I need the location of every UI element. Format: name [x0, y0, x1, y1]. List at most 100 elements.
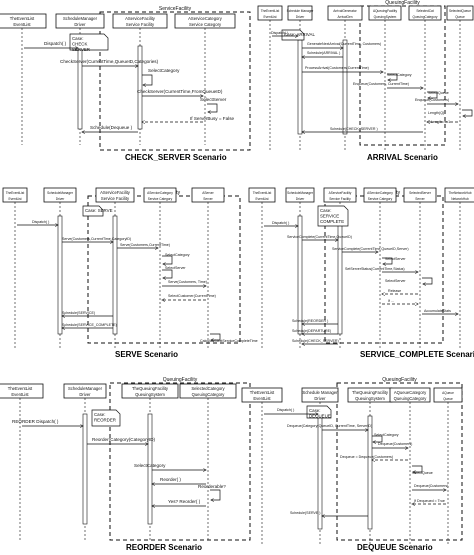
- message-label: Length(Q): [428, 111, 444, 115]
- message-label: Serve(Customers,CurrentTime,CategoryID): [62, 237, 131, 241]
- message-label: SelectServer: [200, 97, 227, 102]
- participant-name: AServiceFacility: [329, 191, 352, 195]
- subsystem-frame: [99, 11, 251, 151]
- case-note-text: REORDER: [94, 418, 116, 423]
- participant-class: Driver: [56, 197, 65, 201]
- diagram-panel-service-complete: ServiceFacilityTheEventListEventListSche…: [248, 187, 474, 359]
- case-note: [281, 29, 305, 41]
- message-label: GenerateNextArrival(CurrentTime, Custome…: [307, 42, 381, 46]
- participant-name: ScheduleManager: [47, 191, 74, 195]
- participant-name: AServiceCategory: [367, 191, 393, 195]
- participant-name: AServiceFacility: [100, 190, 131, 195]
- message-label: SelectCategory: [374, 433, 399, 437]
- message-label: SelectServer: [165, 266, 186, 270]
- case-note: [69, 33, 109, 51]
- participant-name: TheQueuingFacility: [352, 390, 389, 395]
- message-label: Yes? Reorder( ): [168, 499, 201, 504]
- message-label: SelectServer: [385, 279, 406, 283]
- activation-bar: [367, 415, 373, 530]
- activation-bar: [297, 215, 303, 335]
- message-label: Schedule(SERVICE_COMPLETE): [62, 323, 117, 327]
- participant-class: EventList: [263, 15, 276, 19]
- activation-bar: [57, 215, 63, 335]
- message-label: Schedule(CHECK_SERVER ): [330, 127, 378, 131]
- message-label: Dequeue(Customers): [414, 484, 448, 488]
- message-label: ProcessArrival(Customers,CurrentTime): [305, 66, 369, 70]
- participant-name: SelectedCategory: [191, 386, 225, 391]
- participant-class: Service Category: [189, 22, 222, 27]
- participant-class: Service Facility: [101, 196, 130, 201]
- self-message-arrow: [422, 277, 433, 284]
- message-label: Serve(Customers, Time): [168, 280, 207, 284]
- subsystem-frame: [87, 195, 241, 344]
- case-note: [91, 409, 121, 427]
- diagram-panel-dequeue: QueuingFacilityTheEventListEventListSche…: [241, 377, 463, 552]
- self-message-arrow: [412, 465, 423, 472]
- scenario-title: SERVE Scenario: [115, 350, 178, 359]
- participant-name: AQueue: [442, 391, 454, 395]
- message-label: Dequeue(Customers): [378, 442, 412, 446]
- participant-class: Service Facility: [126, 22, 155, 27]
- participant-name: AServiceCategory: [188, 16, 223, 21]
- message-label: CheckServer(CurrentTime,QueueID,Categori…: [60, 59, 159, 64]
- case-note-text: Case: ARRIVAL: [284, 32, 315, 37]
- participant-class: Server: [415, 197, 425, 201]
- message-label: SelectQueue: [412, 471, 433, 475]
- case-note: [82, 205, 104, 217]
- message-label: Dispatch( ): [277, 408, 294, 412]
- participant-class: Server: [203, 197, 213, 201]
- participant-class: Queue: [443, 397, 453, 401]
- activation-bar: [342, 39, 348, 135]
- message-label: CheckServer(CurrentTime,FromQueueID): [137, 89, 223, 94]
- case-note-text: Case: SERVE: [85, 208, 113, 213]
- activation-bar: [147, 413, 153, 525]
- diagram-panel-reorder: QueuingFacilityTheEventListEventListSche…: [0, 377, 251, 552]
- message-label: Enqueue(Customers, CurrentTime): [353, 82, 409, 86]
- message-label: Schedule(DEPARTURE): [292, 329, 331, 333]
- subsystem-frame: [109, 382, 251, 541]
- message-label: Enqueue(Customers): [415, 98, 449, 102]
- participant-name: AServiceCategory: [147, 191, 173, 195]
- participant-class: QueuingCategory: [192, 392, 226, 397]
- case-note: [317, 205, 349, 227]
- subsystem-label: QueuingFacility: [163, 377, 198, 383]
- subsystem-frame: [336, 382, 463, 541]
- case-note-text: CHECK: [72, 42, 87, 47]
- participant-name: ArrivalGenerator: [333, 9, 357, 13]
- message-label: Dispatch( ): [271, 31, 288, 35]
- message-label: Schedule(ARRIVAL ): [307, 51, 340, 55]
- participant-name: TheQueuingFacility: [132, 386, 169, 391]
- case-note-text: Case:: [72, 36, 83, 41]
- participant-name: AServiceFacility: [125, 16, 156, 21]
- participant-name: TheEventList: [8, 386, 33, 391]
- message-label: CalculateNextServiceCompleteTime: [200, 339, 258, 343]
- message-label: Schedule(CHECK_SERVER): [292, 339, 339, 343]
- scenario-title: SERVICE_COMPLETE Scenario: [360, 350, 474, 359]
- self-message-arrow: [210, 333, 221, 340]
- participant-class: Driver: [296, 197, 305, 201]
- self-message-arrow: [387, 73, 398, 80]
- participant-name: AServer: [202, 191, 214, 195]
- self-message-arrow: [462, 109, 473, 116]
- case-note-text: DEQUEUE: [309, 414, 331, 419]
- message-label: Schedule(SERVE ): [290, 511, 321, 515]
- message-label: ServiceComplete(CurrentTime,QueueID,Serv…: [332, 247, 409, 251]
- case-note: [306, 405, 332, 419]
- participant-class: QueuingSystem: [355, 396, 385, 401]
- message-label: Schedule(Dequeue ): [90, 125, 133, 130]
- self-message-arrow: [162, 255, 173, 264]
- case-note-text: COMPLETE: [320, 219, 344, 224]
- participant-class: Service Category: [148, 197, 173, 201]
- participant-name: AQueuingFacility: [373, 9, 398, 13]
- participant-name: TheEventList: [253, 191, 272, 195]
- message-label: Dequeue = Dequeue(Customers): [340, 455, 393, 459]
- self-message-arrow: [382, 257, 393, 264]
- participant-class: EventList: [253, 396, 271, 401]
- participant-name: ScheduleManager: [287, 191, 314, 195]
- participant-name: Schedule Manager: [287, 9, 315, 13]
- self-message-arrow: [207, 103, 218, 112]
- participant-class: EventList: [11, 392, 29, 397]
- message-label: SelectCategory: [134, 463, 166, 468]
- message-label: Reorderable?: [198, 484, 226, 489]
